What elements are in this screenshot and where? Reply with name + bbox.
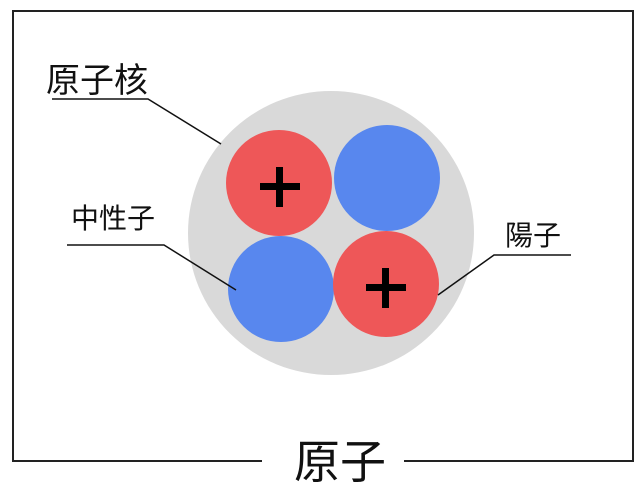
atom-title: 原子: [294, 435, 386, 489]
proton-leader-line: [437, 254, 571, 296]
neutron-bottom-left: [228, 236, 334, 342]
nucleus-leader-line: [52, 98, 222, 145]
plus-icon: [260, 167, 300, 207]
nucleus: [188, 91, 474, 375]
neutron-label: 中性子: [71, 202, 155, 235]
neutron-leader-line: [67, 244, 237, 291]
proton-label: 陽子: [505, 219, 561, 252]
neutron-top-right: [334, 125, 440, 231]
plus-icon: [366, 268, 406, 308]
atom-frame: [12, 10, 634, 462]
nucleus-label: 原子核: [46, 61, 148, 101]
